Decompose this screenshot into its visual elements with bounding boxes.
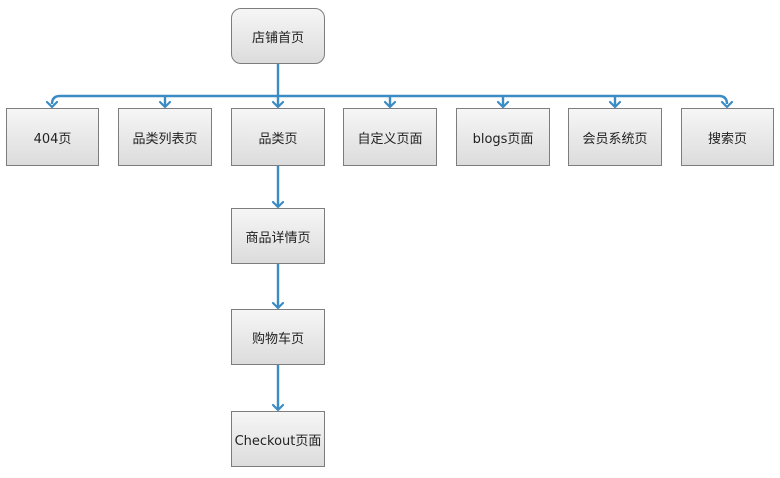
node-404-page[interactable]: 404页 (6, 108, 99, 166)
node-label: 品类页 (258, 131, 298, 147)
node-product-detail-page[interactable]: 商品详情页 (231, 208, 325, 264)
node-category-list-page[interactable]: 品类列表页 (118, 108, 212, 166)
arrowhead-member (608, 100, 622, 109)
arrowhead-search (720, 100, 734, 109)
node-label: 购物车页 (251, 331, 304, 347)
node-label: 搜索页 (707, 131, 747, 147)
arrowhead-product-detail (271, 200, 285, 209)
node-label: blogs页面 (472, 131, 534, 147)
node-store-home[interactable]: 店铺首页 (231, 8, 325, 64)
arrowhead-blogs (496, 100, 510, 109)
arrowhead-checkout (271, 403, 285, 412)
arrowhead-cart (271, 301, 285, 310)
arrowhead-category (271, 100, 285, 109)
node-category-page[interactable]: 品类页 (231, 108, 325, 166)
node-search-page[interactable]: 搜索页 (681, 108, 774, 166)
arrowhead-custom (383, 100, 397, 109)
node-label: 店铺首页 (251, 30, 304, 46)
node-label: 品类列表页 (132, 131, 198, 147)
node-label: 自定义页面 (357, 131, 423, 147)
node-cart-page[interactable]: 购物车页 (231, 309, 325, 365)
node-label: 商品详情页 (245, 230, 311, 246)
node-label: 404页 (33, 131, 72, 147)
node-blogs-page[interactable]: blogs页面 (456, 108, 550, 166)
arrowhead-category-list (158, 100, 172, 109)
arrowhead-404 (45, 100, 59, 109)
node-checkout-page[interactable]: Checkout页面 (231, 411, 325, 467)
node-label: 会员系统页 (582, 131, 648, 147)
node-custom-page[interactable]: 自定义页面 (343, 108, 437, 166)
node-member-system-page[interactable]: 会员系统页 (568, 108, 662, 166)
node-label: Checkout页面 (234, 433, 322, 449)
